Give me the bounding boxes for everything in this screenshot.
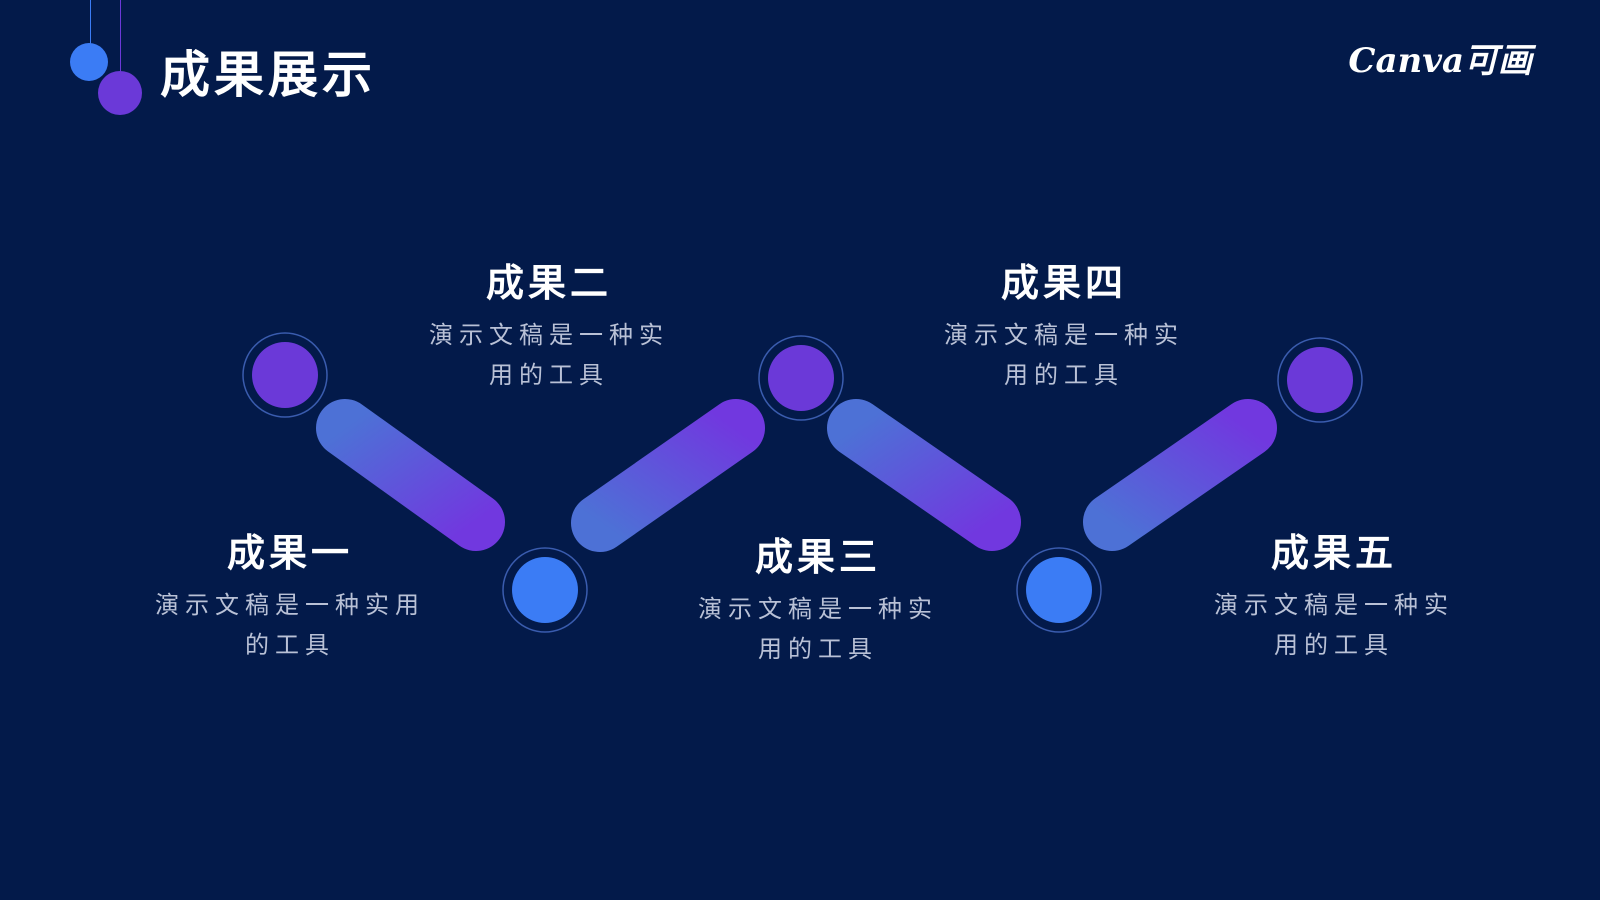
- decor-line-right: [120, 0, 121, 76]
- node-5: [1277, 337, 1363, 423]
- achievement-1: 成果一 演示文稿是一种实用 的工具: [140, 527, 440, 665]
- node-3: [758, 335, 844, 421]
- decor-dot-purple: [98, 71, 142, 115]
- connector-bar-2: [571, 399, 765, 552]
- canva-logo: Canva可画: [1348, 41, 1532, 81]
- achievement-3: 成果三 演示文稿是一种实 用的工具: [678, 531, 958, 669]
- achievement-1-desc-line1: 演示文稿是一种实用: [155, 591, 425, 619]
- connector-bar-3: [827, 399, 1021, 551]
- achievement-1-title: 成果一: [226, 531, 353, 575]
- decor-dot-blue: [70, 43, 108, 81]
- node-2: [502, 547, 588, 633]
- node-4: [1016, 547, 1102, 633]
- achievement-3-desc-line1: 演示文稿是一种实: [698, 595, 938, 623]
- achievement-4-title: 成果四: [1000, 261, 1127, 305]
- page-title: 成果展示: [160, 46, 376, 104]
- achievement-5-desc-line1: 演示文稿是一种实: [1214, 591, 1454, 619]
- decor-line-left: [90, 0, 91, 46]
- connector-bar-1: [316, 399, 505, 551]
- achievement-5-title: 成果五: [1270, 531, 1397, 575]
- achievement-2-desc-line2: 用的工具: [489, 361, 609, 389]
- connector-bar-4: [1083, 399, 1277, 551]
- achievement-2-desc-line1: 演示文稿是一种实: [429, 321, 669, 349]
- achievement-3-desc-line2: 用的工具: [758, 635, 878, 663]
- achievement-5-desc-line2: 用的工具: [1274, 631, 1394, 659]
- node-1: [242, 332, 328, 418]
- achievement-2-title: 成果二: [485, 261, 612, 305]
- achievement-4-desc-line2: 用的工具: [1004, 361, 1124, 389]
- achievement-4-desc-line1: 演示文稿是一种实: [944, 321, 1184, 349]
- achievement-5: 成果五 演示文稿是一种实 用的工具: [1194, 527, 1474, 665]
- achievement-3-title: 成果三: [754, 535, 881, 579]
- achievement-1-desc-line2: 的工具: [245, 631, 335, 659]
- achievement-2: 成果二 演示文稿是一种实 用的工具: [409, 257, 689, 395]
- achievement-4: 成果四 演示文稿是一种实 用的工具: [924, 257, 1204, 395]
